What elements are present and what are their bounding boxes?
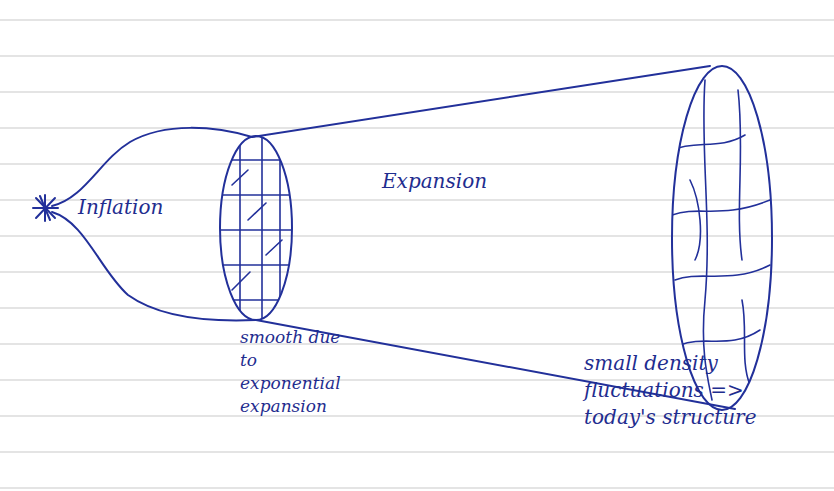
note-label: smooth due to exponential expansion [240, 326, 348, 418]
phase-label: Expansion [382, 168, 487, 195]
note-label: small density fluctuations => today's st… [584, 350, 796, 431]
phase-label: Inflation [78, 194, 163, 221]
early-universe-disk [220, 136, 292, 320]
inflation-lower-curve [52, 212, 256, 320]
big-bang-star [33, 195, 58, 221]
ruled-lines [0, 20, 834, 488]
expansion-upper-edge [252, 66, 710, 137]
disk-hatching [220, 130, 292, 330]
